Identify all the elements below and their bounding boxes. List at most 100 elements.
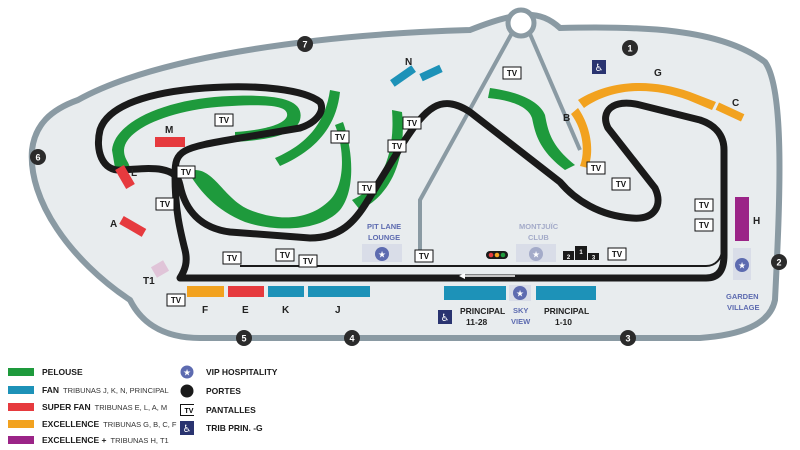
stand-label-M: M xyxy=(165,125,173,136)
gate-4-icon: 4 xyxy=(344,330,360,346)
tv-screen-icon: TV xyxy=(275,248,295,262)
tv-screen-icon: TV xyxy=(387,139,407,153)
start-arrow xyxy=(459,273,465,279)
stand-K xyxy=(268,286,304,297)
stand-label-L: L xyxy=(131,168,137,179)
svg-text:5: 5 xyxy=(241,334,246,344)
stand-label-N: N xyxy=(405,57,412,68)
svg-text:3: 3 xyxy=(592,256,596,262)
vip-hospitality-icon: ★ xyxy=(513,286,527,300)
tv-screen-label: TV xyxy=(219,116,230,125)
tv-screen-icon: TV xyxy=(607,247,627,261)
vip-hospitality-icon: ★ xyxy=(735,258,749,272)
vip-hospitality-icon: ★ xyxy=(375,247,389,261)
stand-T1 xyxy=(150,260,170,278)
stand-H xyxy=(735,197,749,241)
vip-label-montjuic-line2: CLUB xyxy=(528,233,549,242)
stand-M xyxy=(155,137,185,147)
stand-label-T1: T1 xyxy=(143,276,155,287)
stand-label-G: G xyxy=(654,68,662,79)
tv-screen-icon: TV xyxy=(214,113,234,127)
svg-text:★: ★ xyxy=(516,289,524,299)
tv-screen-icon: TV xyxy=(222,251,242,265)
race-track xyxy=(95,83,728,282)
tv-screen-icon: TV xyxy=(694,218,714,232)
wheelchair-icon: ♿ xyxy=(438,310,452,324)
tv-screen-icon: TV xyxy=(166,293,186,307)
tv-screen-label: TV xyxy=(392,142,403,151)
tv-screen-label: TV xyxy=(335,133,346,142)
stand-E xyxy=(228,286,264,297)
tv-screen-icon: TV xyxy=(611,177,631,191)
tv-screen-label: TV xyxy=(507,69,518,78)
stand-L xyxy=(115,164,135,190)
access-road-right xyxy=(528,33,582,151)
stand-C xyxy=(715,102,745,122)
svg-text:3: 3 xyxy=(625,334,630,344)
vip-label-pit-lane-line2: LOUNGE xyxy=(368,233,400,242)
gate-7-icon: 7 xyxy=(297,36,313,52)
principal-left-line2: 11-28 xyxy=(466,317,488,327)
pelouse-area-north-loop xyxy=(112,95,301,170)
tv-screen-icon: TV xyxy=(586,161,606,175)
tv-screen-icon: TV xyxy=(298,254,318,268)
wheelchair-icon: ♿ xyxy=(592,60,606,74)
tv-screen-label: TV xyxy=(699,201,710,210)
pelouse-area-infield xyxy=(192,122,352,229)
tv-screen-label: TV xyxy=(181,168,192,177)
tv-screen-icon: TV xyxy=(176,165,196,179)
stand-N-extra xyxy=(419,64,443,82)
gate-1-icon: 1 xyxy=(622,40,638,56)
tv-screen-icon: TV xyxy=(502,66,522,80)
stand-J xyxy=(308,286,370,297)
svg-text:♿: ♿ xyxy=(441,313,450,324)
tv-screen-icon: TV xyxy=(357,181,377,195)
gate-6-icon: 6 xyxy=(30,149,46,165)
svg-text:4: 4 xyxy=(349,334,354,344)
pelouse-area-east xyxy=(488,88,575,170)
svg-text:★: ★ xyxy=(378,250,386,260)
tv-screen-label: TV xyxy=(227,254,238,263)
vip-label-montjuic-line1: MONTJUÏC xyxy=(519,222,559,231)
vip-label-garden-line1: GARDEN xyxy=(726,292,759,301)
stand-principal-1-10 xyxy=(536,286,596,300)
roundabout xyxy=(505,7,537,39)
stand-A xyxy=(119,216,147,237)
stand-label-E: E xyxy=(242,305,249,316)
vip-label-sky-view-line2: VIEW xyxy=(511,317,531,326)
podium-icon: 2 1 3 xyxy=(563,246,599,262)
stand-label-B: B xyxy=(563,113,570,124)
tv-screen-icon: TV xyxy=(694,198,714,212)
stand-label-H: H xyxy=(753,216,760,227)
principal-right-line1: PRINCIPAL xyxy=(544,306,589,316)
vip-label-pit-lane-line1: PIT LANE xyxy=(367,222,401,231)
tv-screen-icon: TV xyxy=(155,197,175,211)
principal-right-line2: 1-10 xyxy=(555,317,572,327)
tv-screen-icon: TV xyxy=(414,249,434,263)
pit-lane xyxy=(240,249,723,267)
stand-label-A: A xyxy=(110,219,117,230)
tv-screen-label: TV xyxy=(591,164,602,173)
stand-label-J: J xyxy=(335,305,341,316)
pelouse-area-chicane xyxy=(275,90,340,166)
stand-label-K: K xyxy=(282,305,290,316)
tv-screen-label: TV xyxy=(699,221,710,230)
tv-screen-label: TV xyxy=(280,251,291,260)
tv-screen-label: TV xyxy=(171,296,182,305)
stand-B xyxy=(571,108,592,168)
access-road-left xyxy=(418,32,514,262)
principal-left-line1: PRINCIPAL xyxy=(460,306,505,316)
tv-screen-icon: TV xyxy=(330,130,350,144)
svg-text:1: 1 xyxy=(627,44,632,54)
svg-text:★: ★ xyxy=(738,261,746,271)
stand-N xyxy=(390,65,416,87)
start-lights-icon xyxy=(486,251,508,259)
tv-screen-label: TV xyxy=(612,250,623,259)
svg-text:★: ★ xyxy=(532,250,540,260)
tv-screen-label: TV xyxy=(616,180,627,189)
vip-hospitality-icon: ★ xyxy=(529,247,543,261)
gate-5-icon: 5 xyxy=(236,330,252,346)
tv-screen-label: TV xyxy=(362,184,373,193)
